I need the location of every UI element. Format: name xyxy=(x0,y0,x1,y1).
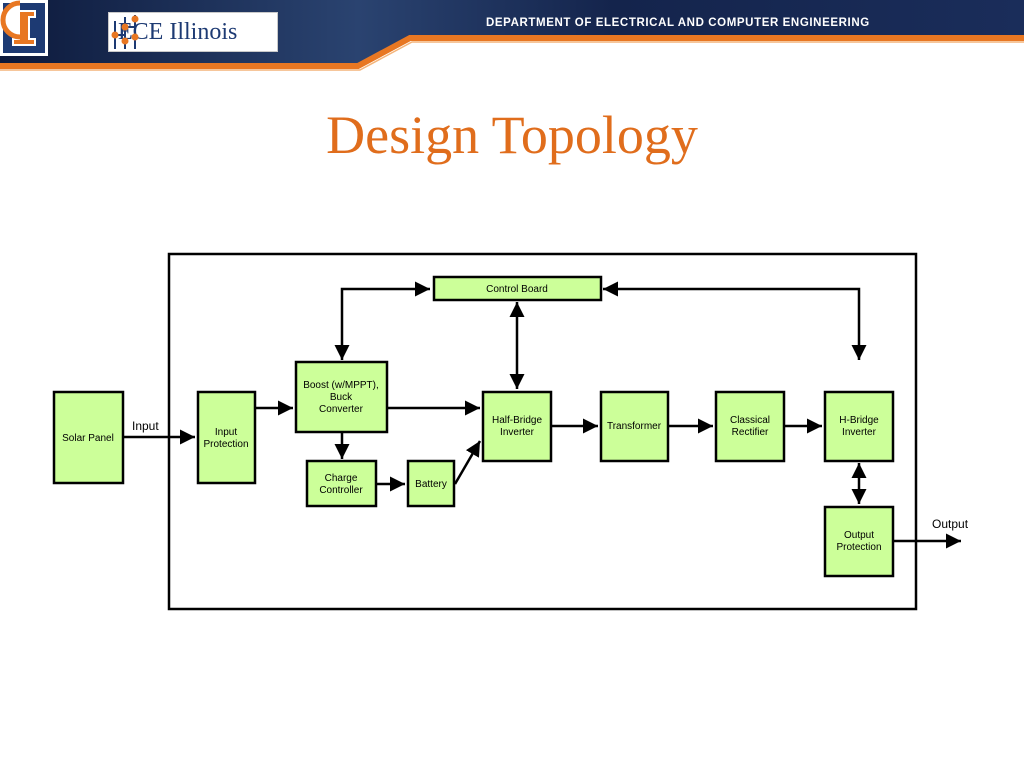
logo-text: ECE Illinois xyxy=(118,19,238,45)
block-battery xyxy=(406,459,456,508)
arrow-control-board-h-bridge xyxy=(603,281,867,360)
block-half-bridge-inverter xyxy=(481,390,553,463)
block-input-protection xyxy=(196,390,257,485)
label-input-protection-2: Protection xyxy=(203,439,248,450)
block-transformer xyxy=(599,390,670,463)
label-rectifier-1: Classical xyxy=(730,415,770,426)
block-boost-buck-converter xyxy=(294,360,389,434)
block-control-board xyxy=(432,275,603,302)
label-boost-2: Buck xyxy=(330,392,353,403)
block-solar-panel xyxy=(52,390,125,485)
label-half-bridge-2: Inverter xyxy=(500,427,535,438)
circuit-logo-icon xyxy=(111,15,139,49)
output-label: Output xyxy=(932,517,969,531)
header-banner: ECE Illinois DEPARTMENT OF ELECTRICAL AN… xyxy=(0,0,1024,72)
input-label: Input xyxy=(132,419,159,433)
slide-title: Design Topology xyxy=(326,105,698,165)
block-classical-rectifier xyxy=(714,390,786,463)
label-output-protection-2: Protection xyxy=(836,542,881,553)
label-battery: Battery xyxy=(415,479,447,490)
label-h-bridge-1: H-Bridge xyxy=(839,415,879,426)
label-half-bridge-1: Half-Bridge xyxy=(492,415,542,426)
label-input-protection-1: Input xyxy=(215,427,237,438)
block-output-protection xyxy=(823,505,895,578)
label-boost-3: Converter xyxy=(319,404,364,415)
label-control-board: Control Board xyxy=(486,284,548,295)
label-charge-controller-1: Charge xyxy=(325,473,358,484)
ece-illinois-logo[interactable]: ECE Illinois xyxy=(108,12,278,52)
label-transformer: Transformer xyxy=(607,421,662,432)
label-boost-1: Boost (w/MPPT), xyxy=(303,380,379,391)
connectors xyxy=(124,281,961,549)
department-name: DEPARTMENT OF ELECTRICAL AND COMPUTER EN… xyxy=(486,17,870,29)
label-rectifier-2: Rectifier xyxy=(732,427,769,438)
label-charge-controller-2: Controller xyxy=(319,485,363,496)
block-charge-controller xyxy=(305,459,378,508)
label-output-protection-1: Output xyxy=(844,530,874,541)
label-solar-panel: Solar Panel xyxy=(62,433,114,444)
arrow-battery-to-half-bridge xyxy=(453,440,482,485)
corner-ornament xyxy=(0,0,20,40)
block-h-bridge-inverter xyxy=(823,390,895,463)
label-h-bridge-2: Inverter xyxy=(842,427,877,438)
arrow-boost-control-board xyxy=(334,281,430,360)
system-boundary xyxy=(167,252,918,611)
